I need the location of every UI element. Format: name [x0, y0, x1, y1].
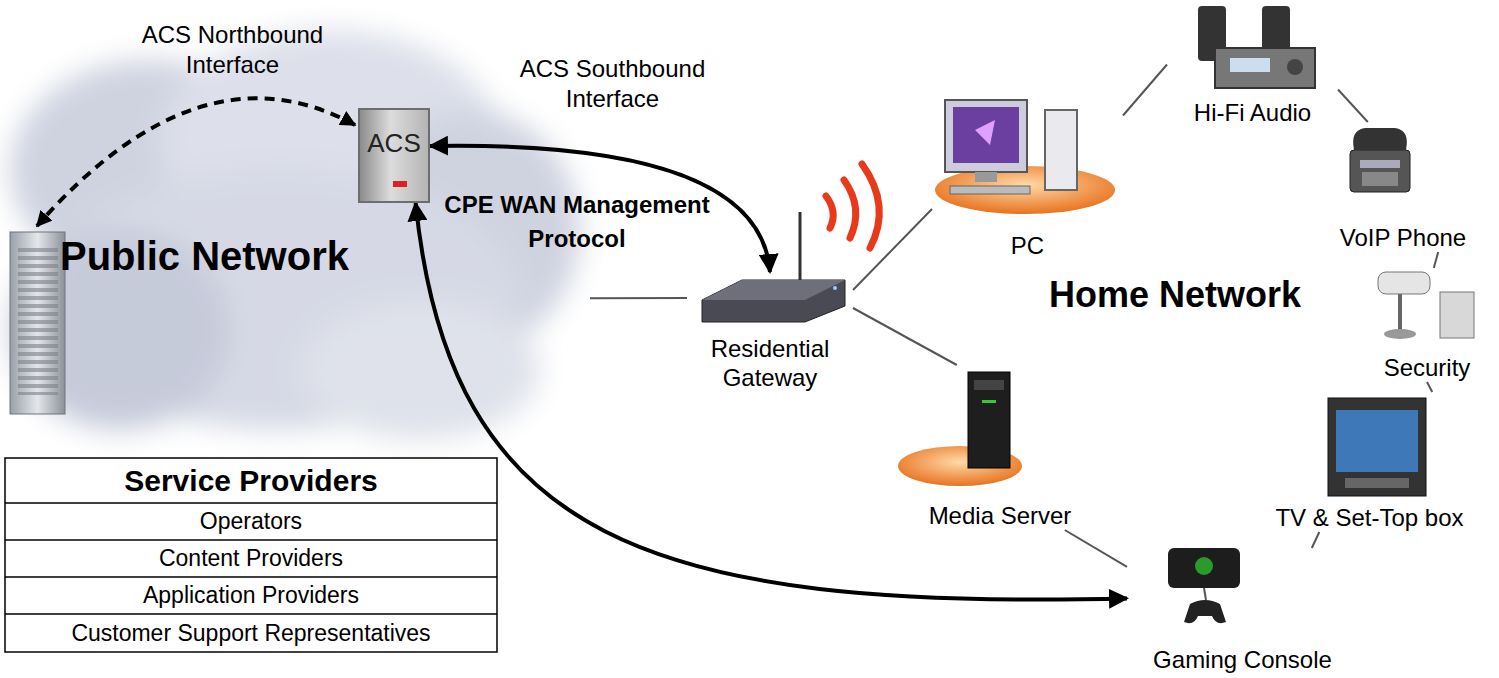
node-label: PC: [932, 231, 1123, 260]
media-server-icon: [898, 372, 1022, 486]
pc: PC: [932, 90, 1123, 260]
link-line: [853, 209, 932, 290]
table-cell: Application Providers: [5, 577, 497, 614]
gaming-console: Gaming Console: [1127, 548, 1358, 674]
node-label: Public Network: [60, 232, 349, 280]
link-line: [1123, 65, 1167, 116]
node-label: TV & Set-Top box: [1244, 503, 1495, 532]
link-line: [1427, 382, 1432, 392]
table-cell: Operators: [5, 503, 497, 540]
edge-label: CPE WAN Management Protocol: [412, 188, 742, 256]
cloud-shape: [10, 30, 580, 440]
acs-server: ACS: [358, 108, 430, 203]
node-label: Residential Gateway: [687, 334, 853, 392]
security-camera: Security: [1359, 268, 1495, 382]
node-label: Security: [1359, 353, 1495, 382]
annotation: ACS Southbound Interface: [480, 54, 745, 114]
protocol-arrow: [416, 203, 1127, 600]
media-server: Media Server: [892, 365, 1108, 530]
gateway-icon: [702, 164, 879, 322]
link-line: [1338, 90, 1368, 123]
pc-icon: [935, 100, 1115, 214]
server-rack: [10, 232, 65, 414]
tv-set-top-box: TV & Set-Top box: [1244, 392, 1495, 532]
table-cell: Content Providers: [5, 540, 497, 577]
status-led: [393, 181, 407, 187]
table-cell: Customer Support Representatives: [5, 614, 497, 652]
northbound-arrow: [37, 98, 355, 226]
tv-icon: [1328, 398, 1426, 496]
console-icon: [1168, 548, 1240, 623]
public-network-cloud: Public Network ACS: [0, 20, 590, 450]
link-line: [1434, 252, 1438, 268]
annotation: ACS Northbound Interface: [105, 20, 360, 80]
phone-icon: [1350, 128, 1410, 192]
hifi-audio: Hi-Fi Audio: [1167, 2, 1338, 127]
hifi-icon: [1198, 6, 1315, 88]
camera-icon: [1378, 272, 1474, 339]
node-label: ACS: [360, 128, 428, 158]
provider-table: [5, 458, 497, 652]
link-line: [1312, 532, 1320, 548]
voip-phone: VoIP Phone: [1315, 122, 1491, 252]
node-label: VoIP Phone: [1315, 223, 1491, 252]
node-label: Gaming Console: [1127, 645, 1358, 674]
residential-gateway: Residential Gateway: [687, 272, 853, 392]
node-label: Media Server: [892, 501, 1108, 530]
link-line: [590, 297, 687, 299]
link-line: [853, 308, 957, 365]
node-label: Hi-Fi Audio: [1167, 98, 1338, 127]
link-line: [1065, 530, 1127, 567]
table-cell: Service Providers: [5, 458, 497, 503]
annotation: Home Network: [1000, 274, 1350, 316]
